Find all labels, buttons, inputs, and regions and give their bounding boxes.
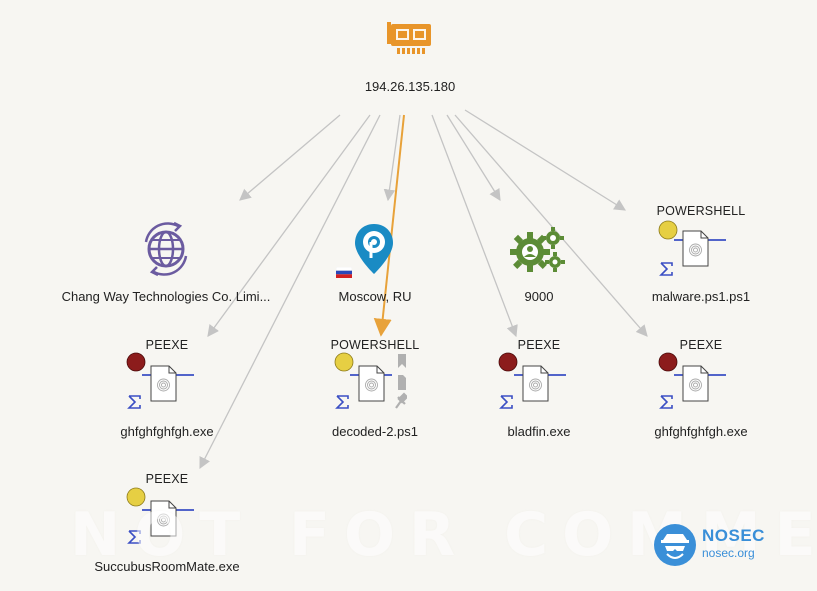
russia-flag-icon [335, 265, 353, 278]
bladfin-type-tag: PEEXE [517, 338, 561, 352]
malware-file-label: malware.ps1.ps1 [651, 289, 751, 304]
brand-name: NOSEC [702, 526, 765, 545]
document-fingerprint-icon [522, 365, 549, 402]
sigma-icon [127, 395, 141, 409]
status-dot-red [126, 352, 146, 372]
location-label: Moscow, RU [338, 289, 412, 304]
port-label: 9000 [524, 289, 554, 304]
status-dot-red [658, 352, 678, 372]
malware-type-tag: POWERSHELL [656, 204, 746, 218]
port-node[interactable] [510, 226, 568, 274]
edge-to-succubus [199, 114, 381, 470]
document-fingerprint-icon [358, 365, 385, 402]
status-dot-yellow [126, 487, 146, 507]
root-node[interactable] [385, 18, 435, 62]
ghf-right-type-tag: PEEXE [679, 338, 723, 352]
sigma-icon [335, 395, 349, 409]
decoded-file-node[interactable] [332, 352, 409, 414]
status-dot-yellow [658, 220, 678, 240]
edge-to-location [383, 114, 401, 202]
bladfin-file-node[interactable] [496, 352, 571, 414]
sigma-icon [499, 395, 513, 409]
file-icon[interactable] [398, 375, 406, 390]
asn-label: Chang Way Technologies Co. Limi... [61, 289, 271, 304]
ghf-right-file-label: ghfghfghfgh.exe [654, 424, 748, 439]
succubus-file-node[interactable] [124, 487, 199, 549]
bladfin-file-label: bladfin.exe [507, 424, 571, 439]
succubus-file-label: SuccubusRoomMate.exe [94, 559, 240, 574]
ghf-right-file-node[interactable] [656, 352, 731, 414]
ghf-left-type-tag: PEEXE [145, 338, 189, 352]
document-fingerprint-icon [682, 230, 709, 267]
succubus-type-tag: PEEXE [145, 472, 189, 486]
document-fingerprint-icon [682, 365, 709, 402]
edge-to-bladfin [431, 114, 518, 338]
edge-to-asn [239, 114, 341, 201]
globe-icon [144, 221, 188, 277]
nosec-badge-icon [654, 524, 696, 566]
bookmark-icon[interactable] [398, 354, 406, 368]
location-node[interactable] [350, 220, 400, 280]
sigma-icon [659, 262, 673, 276]
status-dot-yellow [334, 352, 354, 372]
brand-site: nosec.org [702, 546, 755, 560]
ghf-left-file-label: ghfghfghfgh.exe [120, 424, 214, 439]
location-pin-icon [355, 224, 393, 274]
edge-to-ghf-left [207, 114, 371, 337]
network-card-icon [387, 22, 431, 54]
edge-to-ghf-right [454, 114, 648, 337]
sigma-icon [127, 530, 141, 544]
ghf-left-file-node[interactable] [124, 352, 199, 414]
gears-icon [510, 227, 565, 272]
malware-file-node[interactable] [656, 220, 731, 280]
decoded-type-tag: POWERSHELL [330, 338, 420, 352]
edge-to-malware [464, 109, 626, 211]
root-ip-label: 194.26.135.180 [364, 79, 456, 94]
document-fingerprint-icon [150, 500, 177, 537]
sigma-icon [659, 395, 673, 409]
asn-node[interactable] [138, 220, 194, 280]
pin-icon[interactable] [395, 392, 409, 409]
decoded-file-label: decoded-2.ps1 [331, 424, 418, 439]
document-fingerprint-icon [150, 365, 177, 402]
edge-to-port [446, 114, 501, 201]
status-dot-red [498, 352, 518, 372]
edge-to-decoded-highlight [373, 114, 405, 337]
nosec-logo: NOSEC nosec.org [652, 522, 772, 570]
